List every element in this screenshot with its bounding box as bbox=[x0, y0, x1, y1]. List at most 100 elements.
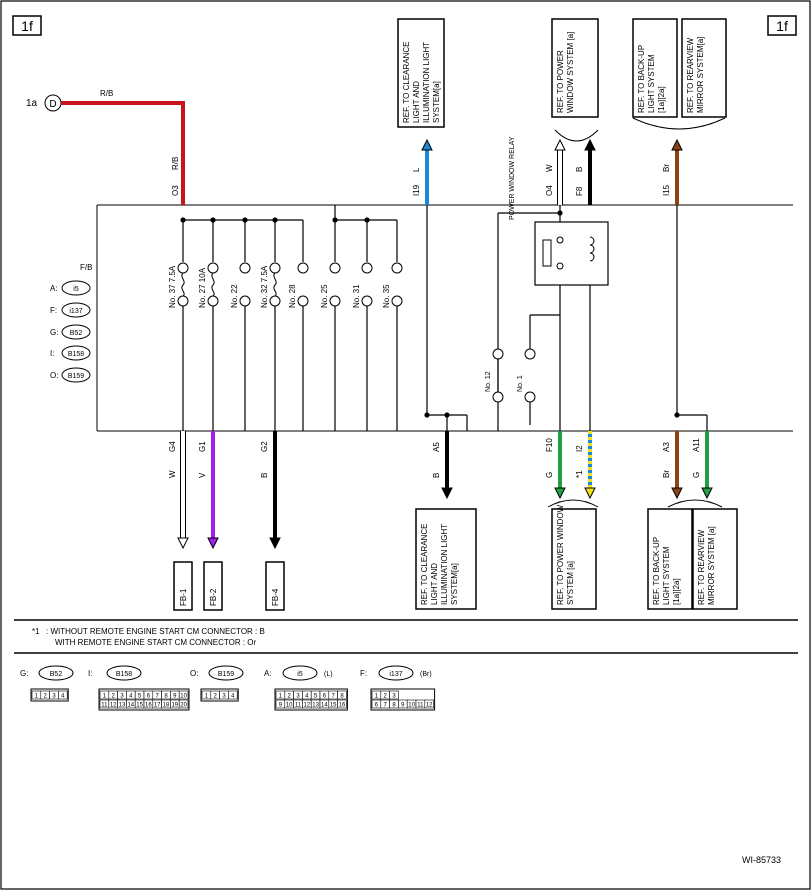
connector-pin-number: 4 bbox=[231, 694, 235, 700]
bottom-wire-color: *1 bbox=[575, 470, 584, 478]
ref-box-text: SYSTEM[a] bbox=[450, 563, 459, 605]
power-feed-wire bbox=[61, 101, 185, 205]
ground-frame bbox=[173, 561, 193, 611]
note-line-1: : WITHOUT REMOTE ENGINE START CM CONNECT… bbox=[46, 627, 265, 636]
connector-pin-number: 11 bbox=[295, 703, 302, 709]
bottom-arrow-G4 bbox=[177, 537, 189, 550]
ref-box-text: ILLUMINATION LIGHT bbox=[422, 42, 431, 123]
bottom-wire-color: Br bbox=[662, 470, 671, 478]
connector-pin-cell bbox=[178, 699, 189, 709]
connector-pin-number: 13 bbox=[119, 703, 126, 709]
note-line-2: WITH REMOTE ENGINE START CM CONNECTOR : … bbox=[55, 638, 257, 647]
fuse-bus bbox=[182, 205, 398, 262]
bottom-arrow-G2 bbox=[269, 537, 281, 550]
connector-pin-cell bbox=[424, 699, 434, 709]
fuse-terminal-bottom bbox=[207, 295, 219, 307]
ref-box-text: SYSTEM[a] bbox=[432, 81, 441, 123]
legend-oval bbox=[61, 367, 91, 383]
connector-pin-number: 1 bbox=[103, 694, 107, 700]
ref-box-frame bbox=[397, 18, 445, 128]
connector-pin-number: 2 bbox=[288, 694, 292, 700]
connector-view-suffix: (L) bbox=[324, 671, 333, 678]
fuse-terminal-bottom bbox=[297, 295, 309, 307]
source-connector: 1a D bbox=[26, 94, 62, 112]
connector-pin-number: 11 bbox=[101, 703, 108, 709]
legend-name: B158 bbox=[68, 351, 84, 358]
bottom-wire-pin: G1 bbox=[198, 441, 207, 452]
relay-contacts bbox=[492, 236, 595, 403]
ref-box-text: REF. TO CLEARANCE bbox=[402, 41, 411, 123]
connector-pin-number: 20 bbox=[180, 703, 187, 709]
connector-view-name: i137 bbox=[389, 671, 402, 678]
ground-box: FB-2 bbox=[203, 561, 223, 611]
fuse-label: No. 37 7.5A bbox=[168, 265, 177, 308]
legend-oval bbox=[61, 324, 91, 340]
ref-bracket bbox=[554, 129, 599, 142]
connector-pin-cell bbox=[389, 690, 399, 700]
connector-pin-number: 16 bbox=[145, 703, 152, 709]
connector-view-name: B52 bbox=[50, 671, 63, 678]
junction-dot bbox=[444, 412, 450, 418]
bottom-wire-pin: A5 bbox=[432, 442, 441, 452]
connector-view-oval bbox=[38, 665, 74, 681]
fuse-terminal-bottom bbox=[239, 295, 251, 307]
connector-pin-number: 8 bbox=[392, 703, 396, 709]
ref-box-frame bbox=[681, 18, 727, 118]
fuse: No. 27 10A bbox=[198, 262, 219, 308]
connector-pin-number: 18 bbox=[163, 703, 170, 709]
connector-pin-number: 4 bbox=[61, 694, 65, 700]
connector-pin-number: 9 bbox=[173, 694, 177, 700]
connector-pin-number: 14 bbox=[127, 703, 134, 709]
fuse-label: No. 22 bbox=[230, 284, 239, 308]
connector-view-oval bbox=[208, 665, 244, 681]
fuse: No. 25 bbox=[320, 262, 341, 308]
bottom-wire-color: G bbox=[692, 472, 701, 478]
connector-pin-number: 2 bbox=[112, 694, 116, 700]
connector-view-suffix: (Br) bbox=[420, 671, 432, 678]
junction-dot bbox=[424, 412, 430, 418]
legend-code: F: bbox=[50, 306, 57, 315]
connector-view-oval bbox=[378, 665, 414, 681]
bottom-wire-color: B bbox=[432, 473, 441, 478]
connector-pin-number: 12 bbox=[303, 703, 310, 709]
bottom-wire-pin: G4 bbox=[168, 441, 177, 452]
ref-box-text: ILLUMINATION LIGHT bbox=[440, 524, 449, 605]
ground-frame bbox=[265, 561, 285, 611]
connector-view-code: F: bbox=[360, 669, 367, 678]
connector-pin-number: 13 bbox=[312, 703, 319, 709]
connector-pin-number: 4 bbox=[305, 694, 309, 700]
connector-pin-number: 3 bbox=[296, 694, 300, 700]
legend-oval bbox=[61, 302, 91, 318]
top-wire-color: Br bbox=[662, 164, 671, 172]
connector-view-code: O: bbox=[190, 669, 198, 678]
legend-name: i137 bbox=[69, 308, 82, 315]
ref-box-frame bbox=[632, 18, 678, 118]
connector-pin-number: 5 bbox=[314, 694, 318, 700]
legend-code: I: bbox=[50, 349, 54, 358]
junction-dot bbox=[557, 210, 563, 216]
top-wire-color: B bbox=[575, 167, 584, 172]
connector-view-name: B158 bbox=[116, 671, 132, 678]
ref-box-text: REF. TO POWER bbox=[556, 50, 565, 113]
connector-pin-number: 8 bbox=[164, 694, 168, 700]
connector-pin-cell bbox=[58, 690, 68, 700]
ref-box-text: [1a][2a] bbox=[657, 86, 666, 113]
connector-view-code: G: bbox=[20, 669, 28, 678]
ref-box-text: MIRROR SYSTEM[a] bbox=[696, 37, 705, 113]
bottom-wire-color: V bbox=[198, 472, 207, 478]
connector-pin-number: 2 bbox=[44, 694, 48, 700]
connector-pin-number: 6 bbox=[375, 703, 379, 709]
legend-entry: F: i137 bbox=[50, 302, 91, 318]
bottom-arrow-A5 bbox=[441, 487, 453, 500]
connector-pin-number: 10 bbox=[408, 703, 415, 709]
